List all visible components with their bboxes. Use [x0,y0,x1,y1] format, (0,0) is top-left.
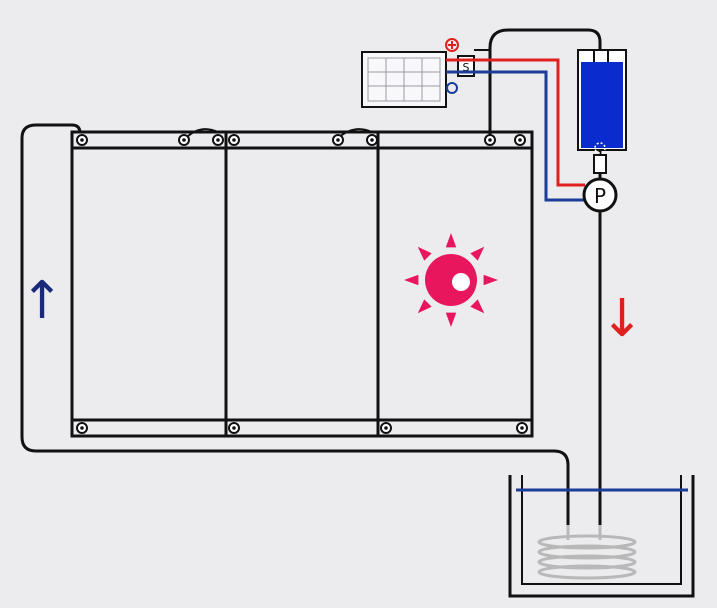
fitting-center [488,138,492,142]
sensor-label: S [463,61,470,74]
sun-ray [470,299,485,314]
sun-ray [417,246,432,261]
collector-frame [70,130,534,438]
return-pipe [20,123,570,525]
fitting-center [80,426,84,430]
fitting-center [232,426,236,430]
pv-module-icon [361,51,447,108]
sun-ray [445,312,457,327]
fitting-center [518,138,522,142]
fitting-center [520,426,524,430]
sun-ray [417,299,432,314]
sun-icon [404,233,498,327]
flow-arrow-up: ↑ [20,271,64,331]
fitting-center [80,138,84,142]
sun-ray [483,274,498,286]
sun-ray [404,274,419,286]
fitting-center [232,138,236,142]
hot-wire [446,58,585,187]
cold-wire [446,70,585,202]
fitting-center [384,426,388,430]
collector-outlet-pipe [488,28,602,135]
fitting-center [216,138,220,142]
fitting-center [182,138,186,142]
flow-arrow-down: ↓ [600,289,644,349]
collector-fittings [76,134,528,434]
solar-collector-array [70,128,534,438]
tank-icon [577,49,627,174]
coil-icon [537,525,637,580]
pump-label: P [594,184,606,208]
panel-jumper-2 [337,128,373,139]
pump-icon: P [582,177,618,213]
panel-jumper-1 [185,128,219,139]
plus-terminal-icon [445,38,459,52]
fitting-center [336,138,340,142]
sun-ray [445,233,457,248]
fitting-center [370,138,374,142]
basin-icon [508,475,695,598]
minus-terminal-icon [446,82,458,94]
sun-ray [470,246,485,261]
